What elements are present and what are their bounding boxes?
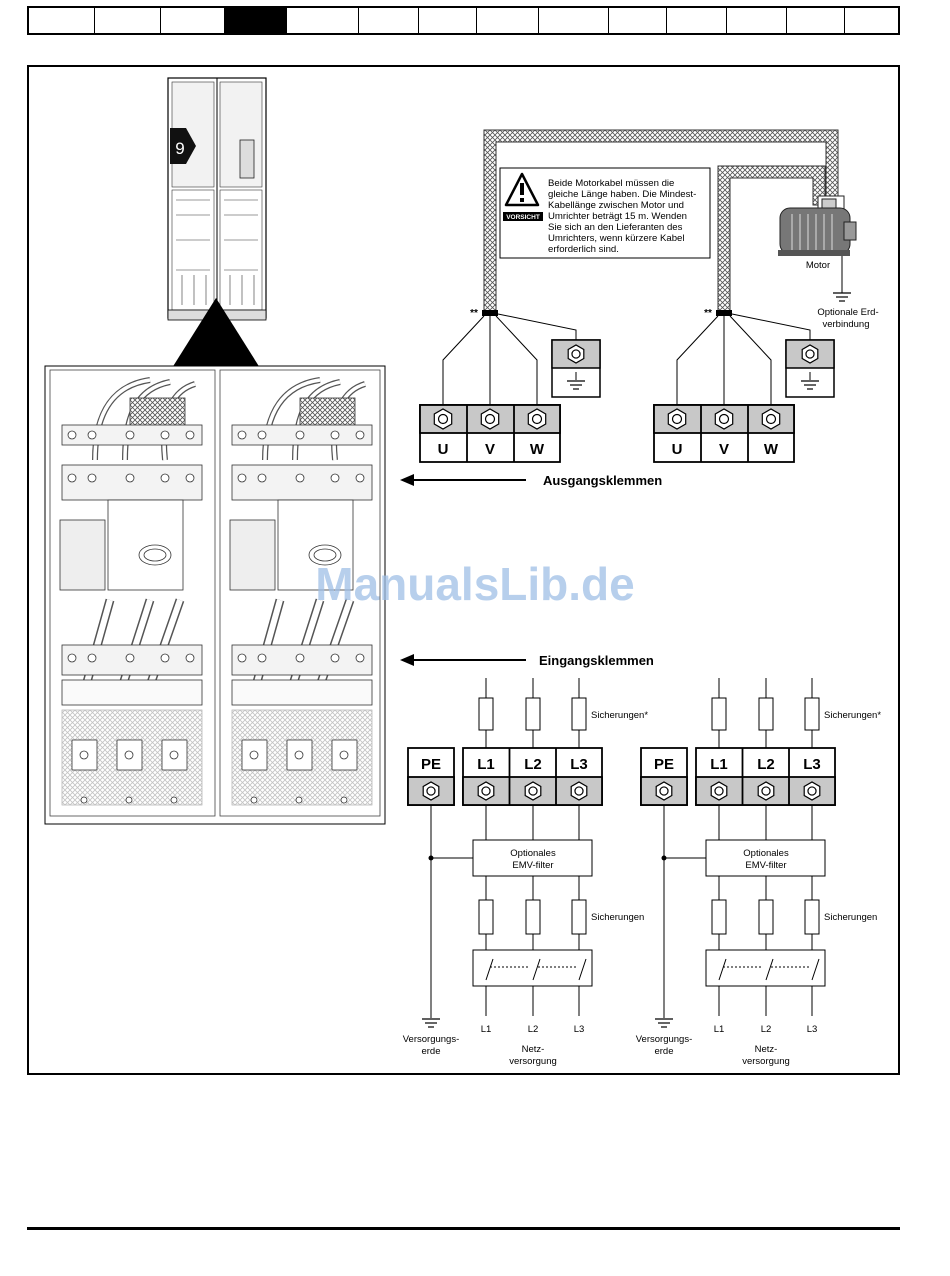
supply-phase-l3: L3	[807, 1024, 818, 1035]
chapter-tab-4[interactable]	[225, 8, 287, 33]
motor-earth-label-1: Optionale Erd-	[817, 307, 878, 318]
chapter-tab-2[interactable]	[95, 8, 161, 33]
input-terminal-l2: L2	[524, 756, 542, 773]
watermark: ManualsLib.de	[315, 558, 634, 610]
input-terminal-pe: PE	[421, 756, 441, 773]
warning-text-line: Umrichter beträgt 15 m. Wenden	[548, 211, 687, 222]
mains-supply-label-2: versorgung	[509, 1056, 557, 1067]
motor: Motor Optionale Erd- verbindung	[778, 195, 879, 330]
output-terminal-u: U	[438, 441, 449, 458]
warning-text-line: gleiche Länge haben. Die Mindest-	[548, 189, 696, 200]
motor-label: Motor	[806, 260, 830, 271]
supply-phase-l1: L1	[714, 1024, 725, 1035]
emv-filter-label-1: Optionales	[510, 848, 556, 859]
supply-earth-label-1: Versorgungs-	[403, 1034, 460, 1045]
chapter-tab-12[interactable]	[727, 8, 787, 33]
supply-phase-l3: L3	[574, 1024, 585, 1035]
output-terminal-group-2: ** U V W	[653, 308, 835, 463]
input-terminal-pe: PE	[654, 756, 674, 773]
chapter-tab-9[interactable]	[539, 8, 609, 33]
chapter-tab-13[interactable]	[787, 8, 845, 33]
chapter-tab-bar	[27, 6, 900, 35]
input-terminal-l3: L3	[803, 756, 821, 773]
drive-detail-view	[44, 365, 386, 825]
figure-frame	[27, 65, 900, 1075]
warning-text-line: Umrichters, wenn kürzere Kabel	[548, 233, 685, 244]
arrow-input	[400, 654, 526, 666]
supply-earth-label-1: Versorgungs-	[636, 1034, 693, 1045]
fuses-label: Sicherungen*	[824, 710, 881, 721]
chapter-tab-11[interactable]	[667, 8, 727, 33]
input-terminal-l2: L2	[757, 756, 775, 773]
warning-text-line: Kabellänge zwischen Motor und	[548, 200, 684, 211]
warning-text-line: Beide Motorkabel müssen die	[548, 178, 674, 189]
warning-badge: VORSICHT	[506, 214, 540, 221]
drive-thumbnail: 9	[167, 77, 267, 368]
input-terminal-l3: L3	[570, 756, 588, 773]
output-terminal-group-1: ** U V W	[419, 308, 601, 463]
output-terminal-w: W	[530, 441, 545, 458]
mains-supply-label-2: versorgung	[742, 1056, 790, 1067]
output-terminal-u: U	[672, 441, 683, 458]
input-terminals-heading: Eingangsklemmen	[539, 653, 654, 668]
warning-note: VORSICHT Beide Motorkabel müssen dieglei…	[499, 167, 711, 259]
chapter-tab-1[interactable]	[29, 8, 95, 33]
supply-phase-l2: L2	[528, 1024, 539, 1035]
chapter-tab-8[interactable]	[477, 8, 539, 33]
supply-earth-label-2: erde	[421, 1046, 440, 1057]
input-terminal-l1: L1	[477, 756, 495, 773]
mains-supply-label-1: Netz-	[522, 1044, 545, 1055]
output-terminal-w: W	[764, 441, 779, 458]
frame-size-badge: 9	[175, 139, 184, 158]
input-terminal-l1: L1	[710, 756, 728, 773]
emv-filter-label-2: EMV-filter	[745, 860, 786, 871]
cable-length-marker: **	[704, 308, 712, 319]
output-terminals-heading: Ausgangsklemmen	[543, 473, 662, 488]
chapter-tab-3[interactable]	[161, 8, 225, 33]
fuses-label: Sicherungen*	[591, 710, 648, 721]
output-terminal-v: V	[719, 441, 729, 458]
chapter-tab-6[interactable]	[359, 8, 419, 33]
chapter-tab-10[interactable]	[609, 8, 667, 33]
footer-rule	[27, 1227, 900, 1230]
warning-text-line: erforderlich sind.	[548, 244, 619, 255]
chapter-tab-5[interactable]	[287, 8, 359, 33]
emv-filter-label-2: EMV-filter	[512, 860, 553, 871]
fuses-label: Sicherungen	[591, 912, 644, 923]
supply-phase-l2: L2	[761, 1024, 772, 1035]
emv-filter-label-1: Optionales	[743, 848, 789, 859]
mains-supply-label-1: Netz-	[755, 1044, 778, 1055]
supply-phase-l1: L1	[481, 1024, 492, 1035]
fuses-label: Sicherungen	[824, 912, 877, 923]
cable-length-marker: **	[470, 308, 478, 319]
motor-earth-label-2: verbindung	[822, 319, 869, 330]
output-terminal-v: V	[485, 441, 495, 458]
supply-earth-label-2: erde	[654, 1046, 673, 1057]
chapter-tab-7[interactable]	[419, 8, 477, 33]
arrow-output	[400, 474, 526, 486]
warning-text-line: Sie sich an den Lieferanten des	[548, 222, 683, 233]
